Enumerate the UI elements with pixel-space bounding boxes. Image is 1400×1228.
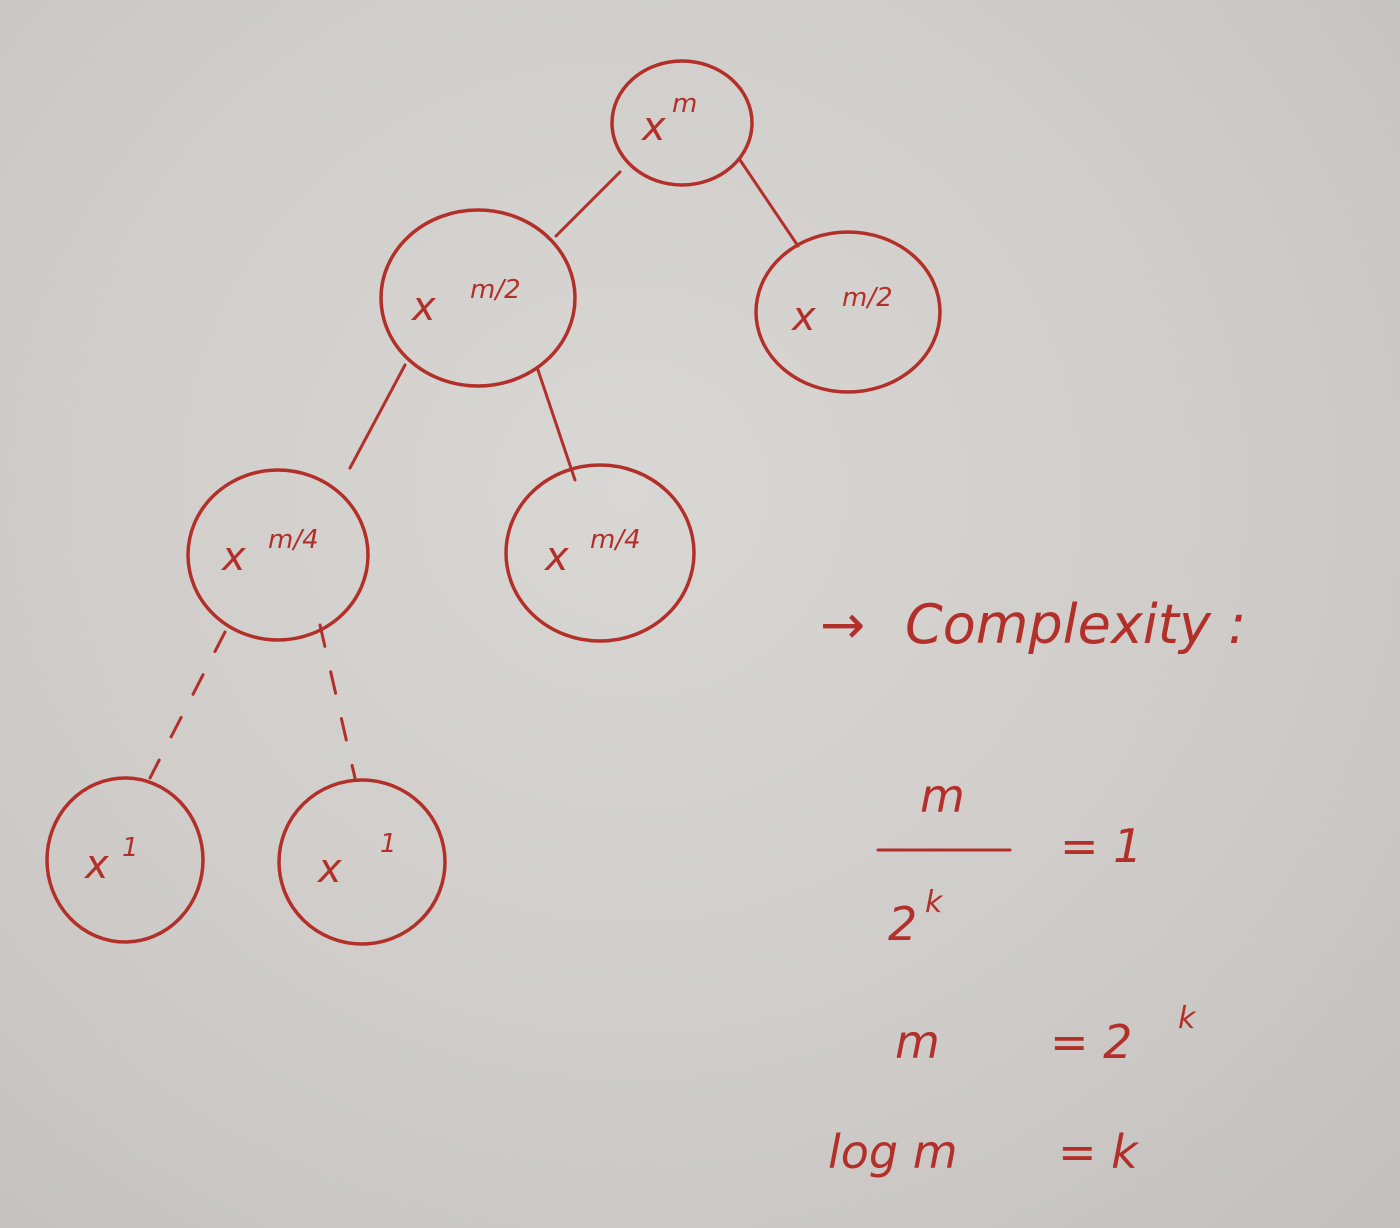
node-l1-left-base: x	[410, 284, 436, 330]
edge-l2-right-dashed	[318, 623, 357, 780]
eq3-rhs: = k	[1058, 1125, 1140, 1179]
node-leaf-right-exp: 1	[380, 829, 397, 859]
complexity-heading: Complexity :	[905, 593, 1246, 656]
node-l2-right: x m/4	[504, 463, 696, 643]
eq2-rhs-exp: k	[1178, 1001, 1197, 1036]
eq2-lhs: m	[895, 1015, 940, 1069]
fraction-denominator-base: 2	[888, 897, 917, 951]
node-l2-right-base: x	[543, 534, 569, 580]
edge-l2-left-dashed	[148, 630, 227, 780]
node-root-base: x	[640, 104, 666, 150]
node-leaf-left: x 1	[45, 776, 205, 944]
edge-l1-right	[536, 368, 577, 482]
edge-l1-left	[348, 363, 407, 470]
fraction-numerator: m	[920, 769, 965, 823]
complexity-notes: → Complexity : m 2 k = 1 m = 2 k log m =…	[820, 593, 1246, 1179]
fraction-denominator-exp: k	[925, 885, 944, 920]
node-l2-left-base: x	[220, 534, 246, 580]
node-l1-right: x m/2	[754, 230, 942, 394]
edge-root-left	[554, 170, 622, 238]
node-root: x m	[610, 59, 754, 187]
eq3-lhs: log m	[828, 1125, 958, 1179]
node-leaf-right: x 1	[277, 778, 447, 946]
node-root-exp: m	[672, 89, 697, 119]
node-l2-right-exp: m/4	[590, 525, 641, 555]
node-l1-right-base: x	[790, 294, 816, 340]
node-leaf-left-base: x	[83, 842, 109, 888]
node-l1-left: x m/2	[379, 208, 577, 388]
eq2-rhs-base: = 2	[1050, 1015, 1132, 1069]
node-l2-left-exp: m/4	[268, 525, 319, 555]
node-l1-right-exp: m/2	[842, 283, 893, 313]
node-l1-left-exp: m/2	[470, 275, 521, 305]
complexity-arrow: →	[820, 593, 865, 656]
node-l2-left: x m/4	[186, 468, 370, 642]
node-leaf-right-base: x	[316, 846, 342, 892]
fraction-rhs: = 1	[1060, 819, 1142, 873]
node-leaf-left-exp: 1	[122, 833, 139, 863]
edge-root-right	[738, 158, 800, 248]
